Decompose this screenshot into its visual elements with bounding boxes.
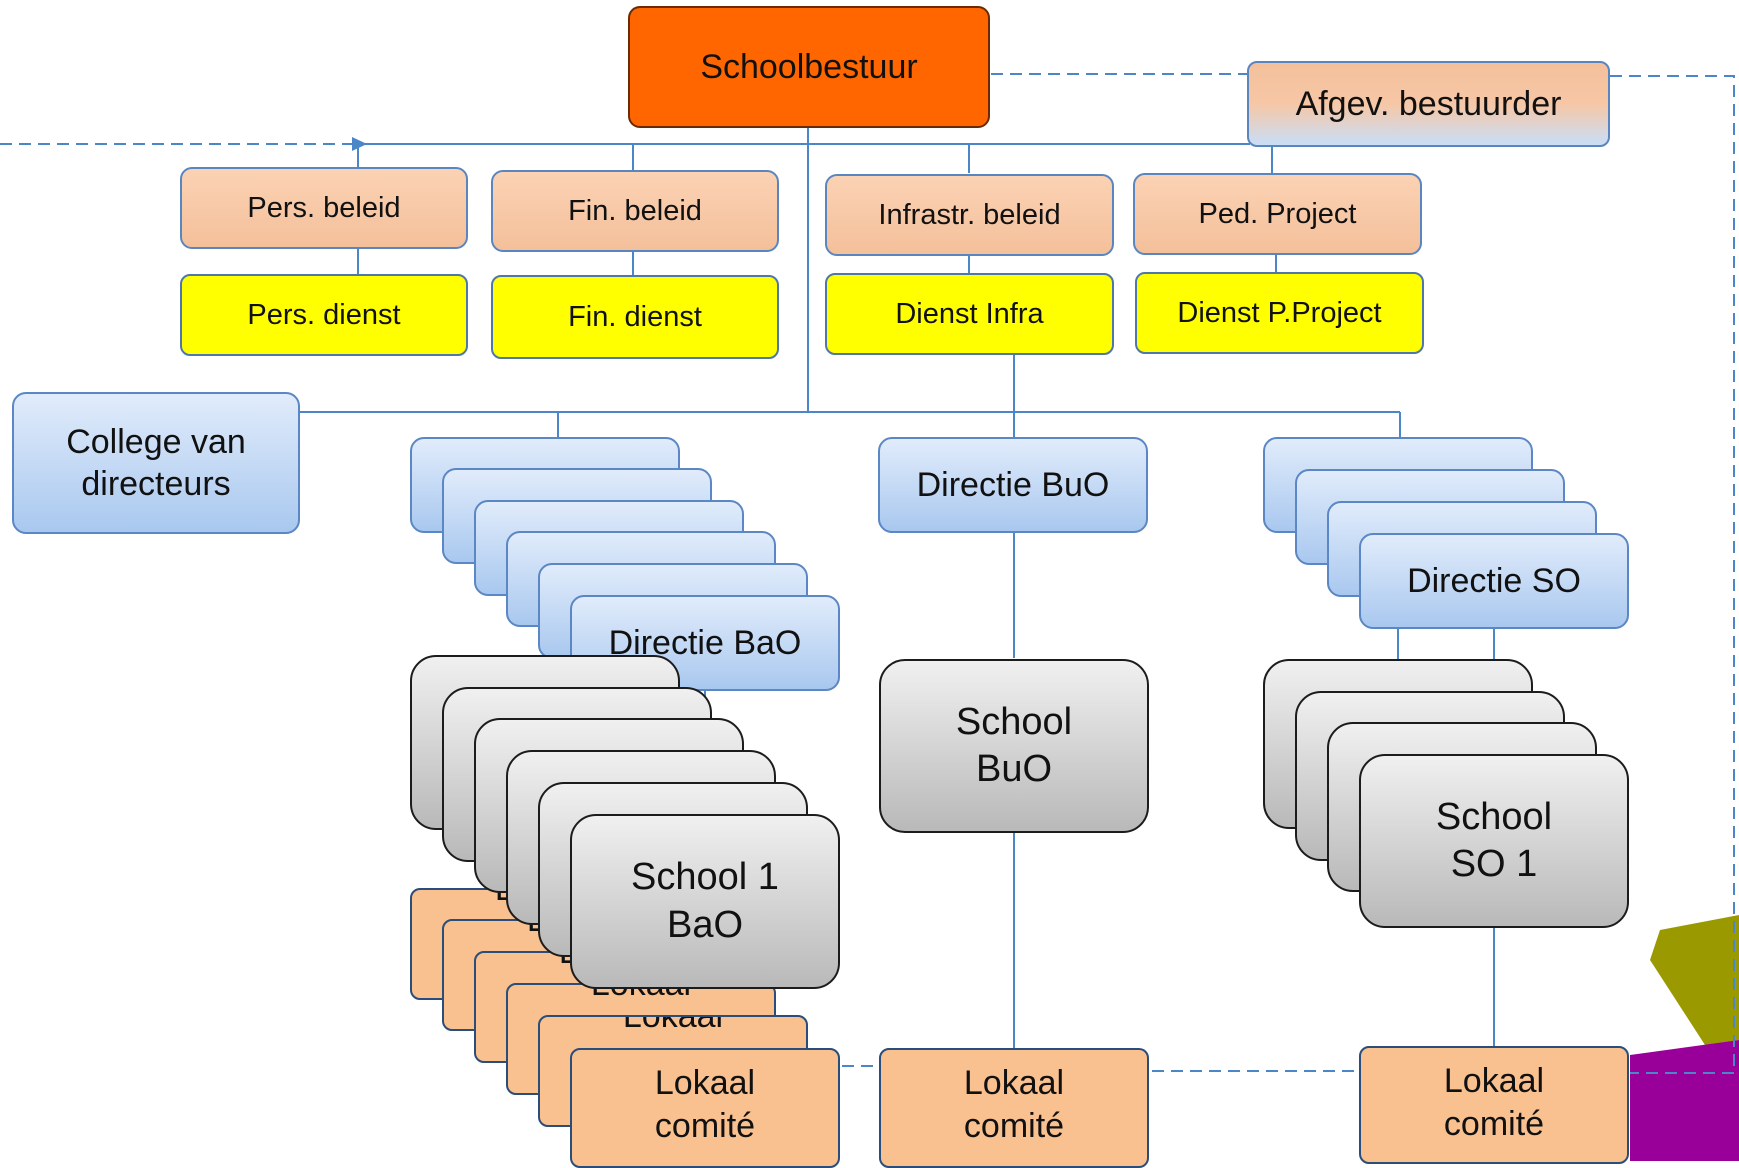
dienst-infra-label: Dienst Infra [895,297,1044,330]
school-buo-label-line1: School [955,700,1073,743]
school-buo-box: School BuO [879,659,1149,833]
lokaal-buo-label-line2: comité [963,1106,1065,1145]
college-label-line1: College van [66,422,246,461]
arrowhead [352,137,367,151]
lokaal-bao-label-line1: Lokaal [654,1064,756,1102]
pers-dienst-box: Pers. dienst [180,274,468,356]
infrastr-beleid-box: Infrastr. beleid [825,174,1114,256]
dienst-pproject-label: Dienst P.Project [1177,296,1382,329]
lokaal-comite-bao-box: Lokaal comité [570,1048,840,1168]
fin-beleid-box: Fin. beleid [491,170,779,252]
school-so-label-line1: School [1435,795,1553,838]
school-so-1-box: School SO 1 [1359,754,1629,928]
school-bao-label-line1: School 1 [631,856,779,898]
fin-dienst-label: Fin. dienst [568,300,702,333]
lokaal-so-label-line2: comité [1443,1104,1545,1143]
purple-decoration [1630,1040,1739,1161]
schoolbestuur-label: Schoolbestuur [700,47,918,86]
directie-bao-box: Directie BaO [570,595,840,691]
lokaal-comite-so-box: Lokaal comité [1359,1046,1629,1164]
school-1-bao-box: School 1 BaO [570,814,840,989]
lokaal-bao-label-line2: comité [654,1106,756,1145]
ped-project-label: Ped. Project [1198,197,1357,230]
pers-beleid-label: Pers. beleid [247,191,401,224]
dienst-infra-box: Dienst Infra [825,273,1114,355]
pers-dienst-label: Pers. dienst [247,298,401,331]
school-bao-label-line2: BaO [666,903,744,946]
ped-project-box: Ped. Project [1133,173,1422,255]
college-label-line2: directeurs [81,465,231,503]
school-buo-label-line2: BuO [975,748,1053,790]
fin-dienst-box: Fin. dienst [491,275,779,359]
directie-so-box: Directie SO [1359,533,1629,629]
lokaal-comite-buo-box: Lokaal comité [879,1048,1149,1168]
directie-buo-label: Directie BuO [916,465,1110,504]
directie-buo-box: Directie BuO [878,437,1148,533]
fin-beleid-label: Fin. beleid [568,194,702,227]
lokaal-stack-label: Lokaal [622,1015,724,1035]
infrastr-beleid-label: Infrastr. beleid [878,198,1061,231]
schoolbestuur-box: Schoolbestuur [628,6,990,128]
college-van-directeurs-box: College van directeurs [12,392,300,534]
pers-beleid-box: Pers. beleid [180,167,468,249]
directie-so-label: Directie SO [1407,561,1581,600]
dienst-pproject-box: Dienst P.Project [1135,272,1424,354]
afgevaardigd-bestuurder-label: Afgev. bestuurder [1295,84,1562,123]
school-so-label-line2: SO 1 [1450,843,1538,885]
lokaal-stack-label: Lokaal [590,983,692,1003]
afgevaardigd-bestuurder-box: Afgev. bestuurder [1247,61,1610,147]
olive-decoration [1650,915,1739,1045]
lokaal-so-label-line1: Lokaal [1443,1062,1545,1100]
lokaal-buo-label-line1: Lokaal [963,1064,1065,1102]
